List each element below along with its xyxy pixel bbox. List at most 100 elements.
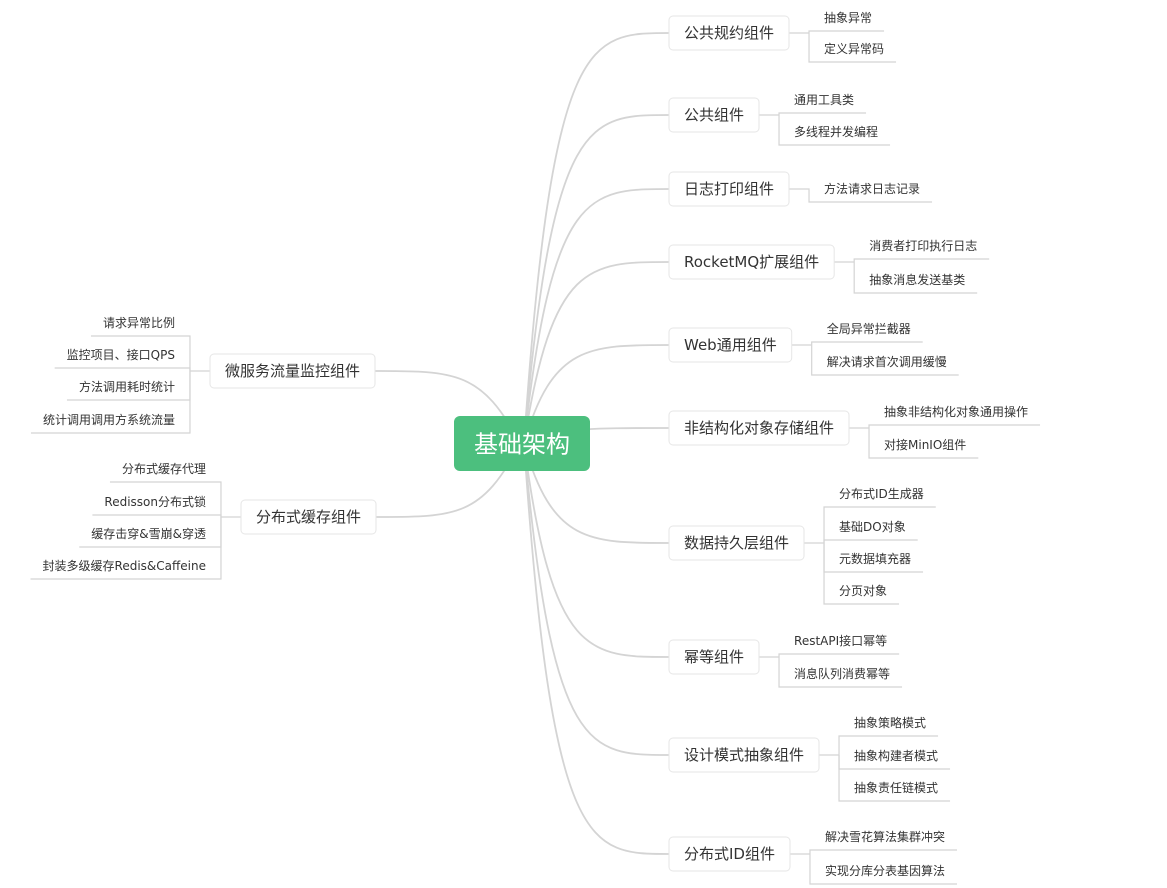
root-node[interactable]: 基础架构 [454,416,590,471]
branch-node[interactable]: 日志打印组件 [668,171,790,207]
leaf-connector [838,735,939,755]
branch-label: 分布式ID组件 [684,845,775,863]
leaf-connector [853,262,978,294]
branch-label: 设计模式抽象组件 [684,746,804,764]
branch-node-box [668,97,760,133]
leaf-connector [90,335,191,371]
branch-connector [523,443,670,855]
leaf-label[interactable]: 分布式ID生成器 [839,487,924,501]
root-label: 基础架构 [474,431,570,459]
branch-node-box [668,410,850,446]
branch-label: 微服务流量监控组件 [225,362,360,380]
branch-node[interactable]: 数据持久层组件 [668,525,805,561]
branch-label: 公共规约组件 [684,24,774,42]
branch-node-box [668,15,790,51]
leaf-connector [868,424,1041,428]
leaf-connector [778,115,891,146]
branch-connector [523,188,670,444]
leaf-label[interactable]: 多线程并发编程 [794,124,878,139]
branch-connector [523,114,670,444]
leaf-connector [778,657,903,688]
leaf-label[interactable]: 通用工具类 [794,93,854,107]
leaf-connector [823,539,918,543]
leaf-connector [109,481,222,517]
leaf-label[interactable]: 缓存击穿&雪崩&穿透 [91,526,206,541]
leaf-label[interactable]: 抽象消息发送基类 [869,272,965,287]
branch-connector [523,344,670,444]
branch-node-box [668,327,793,363]
leaf-label[interactable]: 定义异常码 [824,41,884,56]
leaf-connector [778,112,867,115]
branch-node[interactable]: 非结构化对象存储组件 [668,410,850,446]
leaf-connector [30,371,191,434]
branch-connector [523,443,670,756]
leaf-label[interactable]: 元数据填充器 [839,551,911,566]
leaf-label[interactable]: 消费者打印执行日志 [869,239,977,253]
leaf-label[interactable]: Redisson分布式锁 [104,494,206,509]
branch-node-box [668,639,760,675]
leaf-label[interactable]: RestAPI接口幂等 [794,633,887,648]
leaf-label[interactable]: 解决雪花算法集群冲突 [825,829,945,844]
branch-connector [523,443,670,544]
leaf-connector [809,849,957,854]
leaf-label[interactable]: 统计调用调用方系统流量 [43,412,175,427]
branch-label: Web通用组件 [684,336,777,354]
leaf-connector [54,367,191,371]
leaf-label[interactable]: 实现分库分表基因算法 [825,863,945,878]
leaf-connector [30,517,222,580]
branch-node[interactable]: RocketMQ扩展组件 [668,244,835,280]
leaf-label[interactable]: 方法调用耗时统计 [79,379,175,394]
leaf-label[interactable]: 基础DO对象 [839,520,906,534]
branch-label: 非结构化对象存储组件 [684,419,834,437]
branch-connector [523,443,670,658]
leaf-label[interactable]: 抽象非结构化对象通用操作 [884,404,1028,419]
leaf-label[interactable]: 分布式缓存代理 [122,462,206,476]
leaf-label[interactable]: 抽象责任链模式 [854,780,938,795]
branch-label: RocketMQ扩展组件 [684,253,819,271]
branch-node-box [668,737,820,773]
branch-node[interactable]: 幂等组件 [668,639,760,675]
leaf-label[interactable]: 抽象策略模式 [854,715,926,730]
branch-node-box [668,525,805,561]
branch-node[interactable]: 设计模式抽象组件 [668,737,820,773]
leaf-label[interactable]: 请求异常比例 [103,316,175,330]
leaf-label[interactable]: 解决请求首次调用缓慢 [827,355,947,369]
branch-node[interactable]: 微服务流量监控组件 [209,353,376,389]
leaf-connector [811,341,923,345]
leaf-label[interactable]: 抽象构建者模式 [854,748,938,763]
leaf-label[interactable]: 抽象异常 [824,11,872,25]
leaf-label[interactable]: 分页对象 [839,584,887,598]
leaf-connector [811,345,959,376]
branch-label: 分布式缓存组件 [256,508,361,526]
leaf-connector [789,188,933,203]
branch-node-box [668,244,835,280]
leaf-label[interactable]: 消息队列消费幂等 [794,666,890,681]
branch-label: 公共组件 [684,106,744,124]
leaf-connector [92,514,222,517]
branch-label: 幂等组件 [684,648,744,666]
branch-node[interactable]: Web通用组件 [668,327,793,363]
leaf-connector [838,755,951,802]
branch-connector [523,32,670,444]
leaf-connector [823,506,936,543]
branch-node-box [240,499,377,535]
branch-node-box [668,171,790,207]
branch-node[interactable]: 公共组件 [668,97,760,133]
connector-layer [30,30,1041,885]
branch-label: 日志打印组件 [684,180,774,198]
leaf-label[interactable]: 方法请求日志记录 [824,181,920,196]
branch-node[interactable]: 公共规约组件 [668,15,790,51]
leaf-connector [809,854,957,885]
branch-label: 数据持久层组件 [684,534,789,552]
leaf-label[interactable]: 封装多级缓存Redis&Caffeine [43,559,206,573]
leaf-label[interactable]: 对接MinIO组件 [884,437,966,452]
branch-connector [523,261,670,444]
branch-node[interactable]: 分布式缓存组件 [240,499,377,535]
leaf-connector [808,30,885,33]
leaf-label[interactable]: 监控项目、接口QPS [67,347,175,362]
leaf-connector [778,653,900,657]
branch-node[interactable]: 分布式ID组件 [668,836,791,872]
leaf-label[interactable]: 全局异常拦截器 [827,321,911,336]
